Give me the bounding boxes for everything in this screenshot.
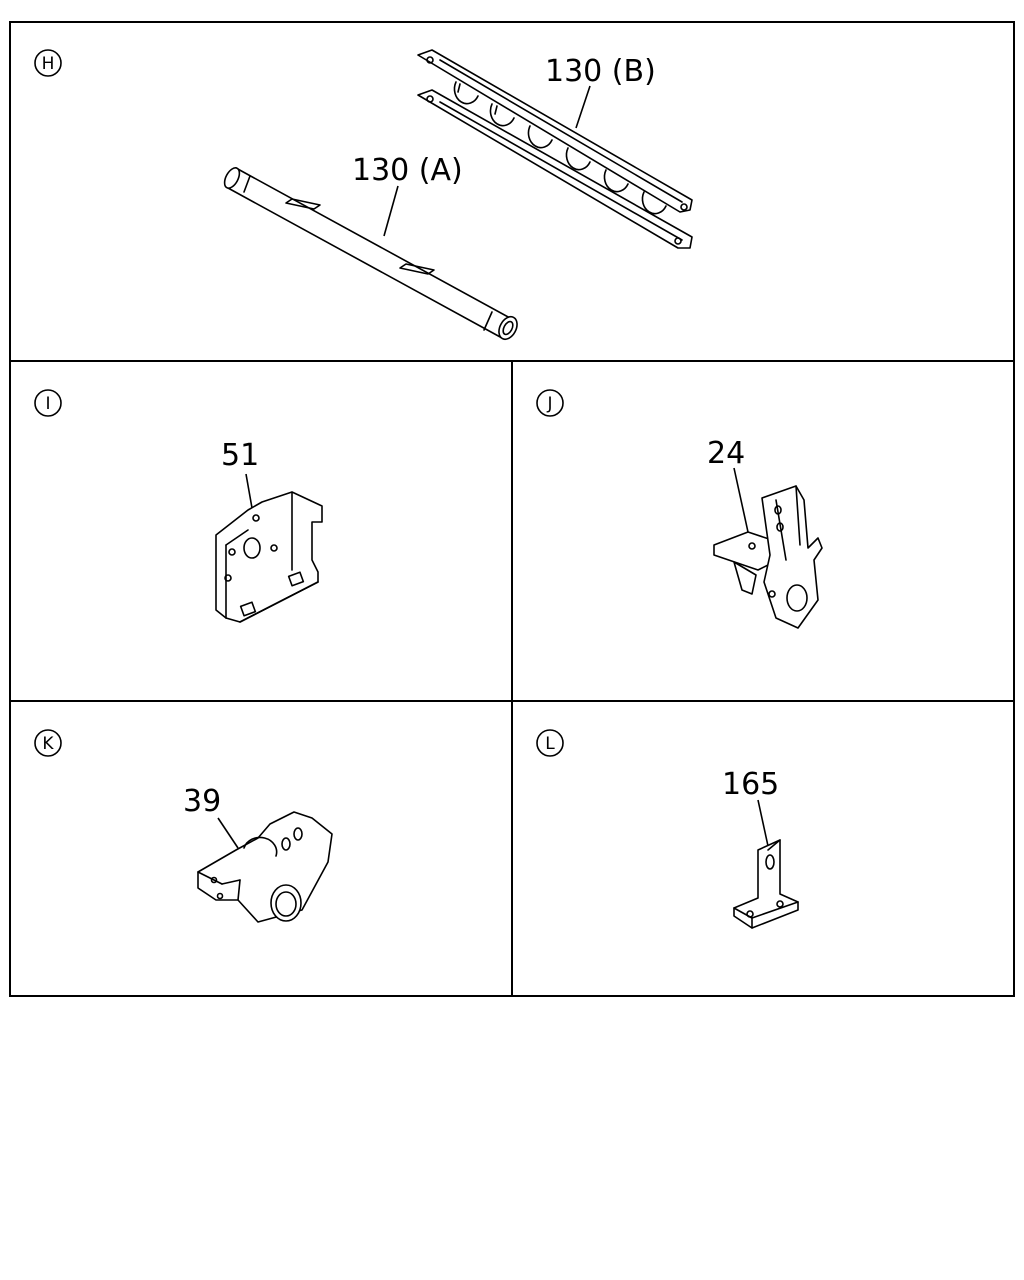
callout-130a: 130 (A) [352, 153, 463, 188]
section-badge-h: H [34, 49, 62, 77]
section-letter-h: H [42, 54, 55, 74]
panel-l: L 165 [536, 729, 799, 929]
panel-frames [9, 21, 1015, 997]
panel-j: J 24 [536, 389, 823, 629]
callout-165: 165 [722, 767, 779, 802]
leader-130b [575, 85, 591, 129]
section-badge-k: K [34, 729, 62, 757]
section-letter-l: L [545, 734, 555, 754]
part-130a-drawing[interactable] [222, 165, 521, 342]
part-24-drawing[interactable] [713, 485, 823, 629]
section-letter-i: I [45, 394, 50, 414]
leader-39 [217, 817, 239, 849]
part-165-drawing[interactable] [733, 839, 799, 929]
section-badge-l: L [536, 729, 564, 757]
section-badge-j: J [536, 389, 564, 417]
leader-130a [383, 185, 399, 237]
section-letter-j: J [546, 394, 552, 414]
panel-h: H 130 (B) [34, 49, 693, 342]
part-130b-drawing[interactable] [417, 49, 693, 249]
part-51-drawing[interactable] [215, 491, 323, 623]
panel-k: K 39 [34, 729, 333, 923]
leader-51 [245, 473, 253, 509]
callout-39: 39 [183, 784, 221, 819]
leader-165 [757, 799, 769, 847]
leader-24 [733, 467, 749, 533]
part-39-drawing[interactable] [197, 811, 333, 923]
callout-24: 24 [707, 436, 745, 471]
callout-51: 51 [221, 438, 259, 473]
panel-i: I 51 [34, 389, 323, 623]
section-badge-i: I [34, 389, 62, 417]
section-letter-k: K [42, 734, 54, 754]
callout-130b: 130 (B) [545, 54, 656, 89]
